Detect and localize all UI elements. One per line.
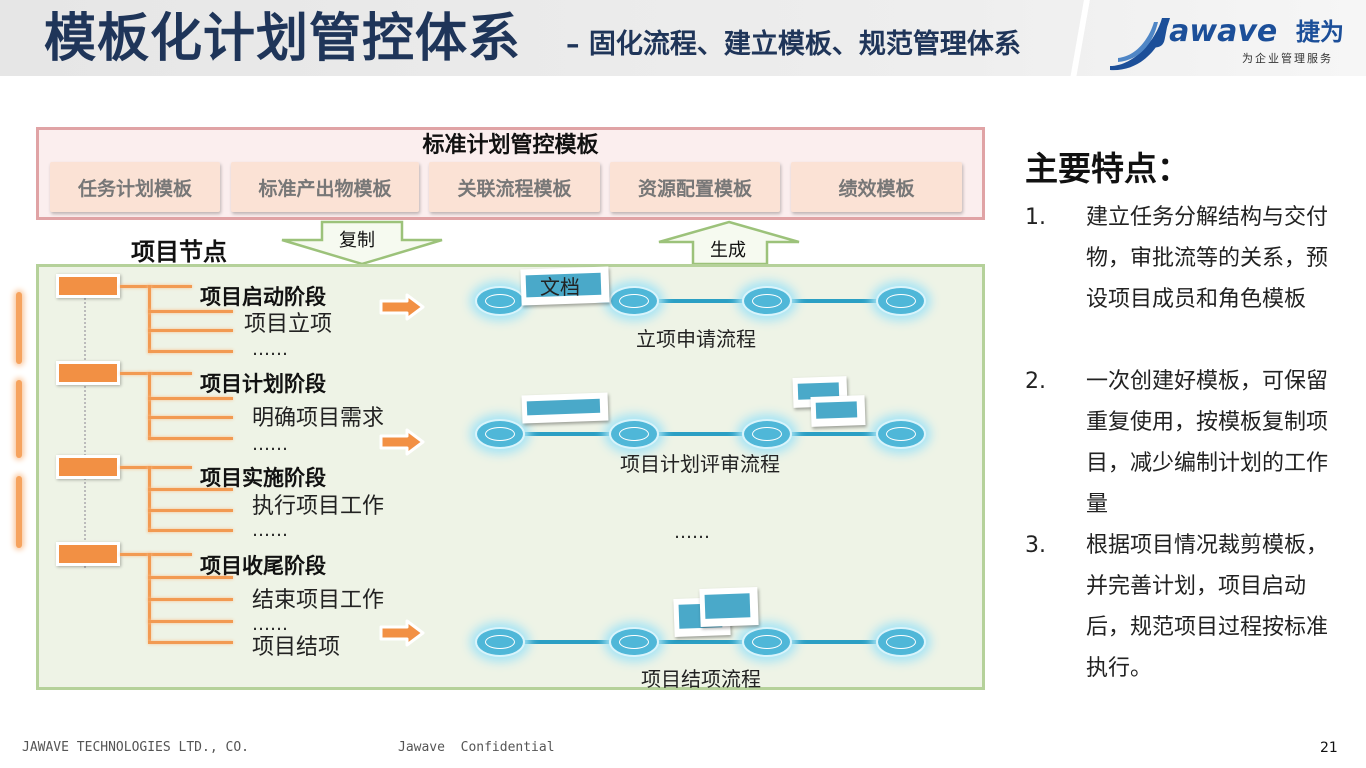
flow-node[interactable] (475, 419, 525, 449)
stage-item-ellipsis: …… (252, 614, 288, 635)
tree-branch (148, 372, 151, 440)
tree-branch (148, 529, 233, 532)
tree-branch (148, 509, 233, 512)
tree-branch (148, 466, 151, 532)
slide-title: 模板化计划管控体系 (44, 9, 522, 69)
logo-tagline: 为企业管理服务 (1242, 52, 1333, 65)
tree-branch (148, 285, 151, 353)
orange-right-arrow-icon (379, 293, 425, 321)
flow-node[interactable] (742, 419, 792, 449)
feature-text: 根据项目情况裁剪模板，并完善计划，项目启动后，规范项目过程按标准执行。 (1086, 533, 1329, 681)
tree-branch (120, 466, 192, 469)
stage-item: 结束项目工作 (252, 588, 385, 613)
document-card-icon (699, 586, 759, 628)
tree-branch (120, 553, 192, 556)
side-accent-bar (16, 292, 22, 364)
tree-branch (148, 620, 233, 623)
project-nodes-title: 项目节点 (131, 238, 227, 266)
flow-node[interactable] (876, 286, 926, 316)
feature-text: 建立任务分解结构与交付物，审批流等的关系，预设项目成员和角色模板 (1086, 205, 1329, 312)
stage-item-ellipsis: …… (252, 520, 288, 541)
tree-branch (148, 416, 233, 419)
stage-item: 项目结项 (252, 635, 341, 660)
tree-branch (120, 285, 192, 288)
stage-label: 项目收尾阶段 (200, 554, 326, 578)
logo-chinese-name: 捷为 (1296, 18, 1344, 46)
copy-label: 复制 (339, 230, 375, 251)
feature-number: 2. (1025, 369, 1046, 394)
header-divider-slash (1068, 0, 1094, 76)
stage-item: 明确项目需求 (252, 406, 385, 431)
flow-node[interactable] (475, 286, 525, 316)
orange-right-arrow-icon (379, 428, 425, 456)
standard-output-template-button[interactable]: 标准产出物模板 (231, 162, 419, 212)
page-number: 21 (1320, 740, 1338, 756)
task-plan-template-button[interactable]: 任务计划模板 (50, 162, 220, 212)
performance-template-button[interactable]: 绩效模板 (791, 162, 962, 212)
related-flow-template-button[interactable]: 关联流程模板 (429, 162, 600, 212)
stage-label: 项目计划阶段 (200, 372, 326, 396)
flow-name: 项目计划评审流程 (620, 452, 780, 476)
flow-name: 立项申请流程 (636, 327, 756, 351)
stage-node-box (56, 274, 120, 298)
features-title: 主要特点： (1025, 149, 1190, 188)
flow-node[interactable] (876, 419, 926, 449)
flow-ellipsis: …… (674, 522, 710, 543)
tree-branch (148, 553, 151, 641)
footer-confidential: Jawave Confidential (398, 740, 555, 755)
project-nodes-panel (36, 264, 985, 690)
tree-branch (148, 310, 233, 313)
slide-subtitle: – 固化流程、建立模板、规范管理体系 (566, 29, 1021, 60)
flow-node[interactable] (876, 627, 926, 657)
tree-branch (148, 437, 233, 440)
flow-node[interactable] (742, 286, 792, 316)
feature-text: 一次创建好模板，可保留重复使用，按模板复制项目，减少编制计划的工作量 (1086, 369, 1329, 517)
logo-wordmark: Jawave (1158, 14, 1278, 49)
tree-branch (148, 488, 233, 491)
document-card-icon (810, 395, 866, 427)
document-label: 文档 (540, 275, 580, 299)
tree-branch (148, 576, 233, 579)
flow-node[interactable] (742, 627, 792, 657)
flow-node[interactable] (609, 627, 659, 657)
stage-item: 执行项目工作 (252, 494, 385, 519)
feature-number: 1. (1025, 205, 1046, 230)
tree-branch (120, 372, 192, 375)
side-accent-bar (16, 476, 22, 548)
template-panel-title: 标准计划管控模板 (422, 133, 599, 158)
tree-branch (148, 350, 233, 353)
stage-label: 项目实施阶段 (200, 466, 326, 490)
flow-name: 项目结项流程 (641, 667, 761, 691)
stage-item: 项目立项 (244, 312, 333, 337)
tree-connector-dotted (84, 298, 86, 568)
tree-branch (148, 641, 233, 644)
tree-branch (148, 329, 233, 332)
copy-down-arrow-icon (281, 220, 443, 266)
stage-label: 项目启动阶段 (200, 285, 326, 309)
feature-number: 3. (1025, 533, 1046, 558)
stage-node-box (56, 542, 120, 566)
document-card-icon (521, 392, 609, 424)
orange-right-arrow-icon (379, 619, 425, 647)
jawave-logo-swoosh-icon (1110, 18, 1170, 71)
footer-company: JAWAVE TECHNOLOGIES LTD., CO. (22, 740, 249, 755)
stage-item-ellipsis: …… (252, 339, 288, 360)
tree-branch (148, 397, 233, 400)
flow-node[interactable] (609, 419, 659, 449)
flow-connector (497, 299, 901, 303)
flow-node[interactable] (475, 627, 525, 657)
flow-connector (497, 432, 901, 436)
flow-connector (497, 640, 901, 644)
side-accent-bar (16, 380, 22, 458)
flow-node[interactable] (609, 286, 659, 316)
generate-label: 生成 (710, 240, 746, 261)
stage-node-box (56, 455, 120, 479)
tree-branch (148, 598, 233, 601)
stage-item-ellipsis: …… (252, 434, 288, 455)
stage-node-box (56, 361, 120, 385)
resource-config-template-button[interactable]: 资源配置模板 (610, 162, 780, 212)
